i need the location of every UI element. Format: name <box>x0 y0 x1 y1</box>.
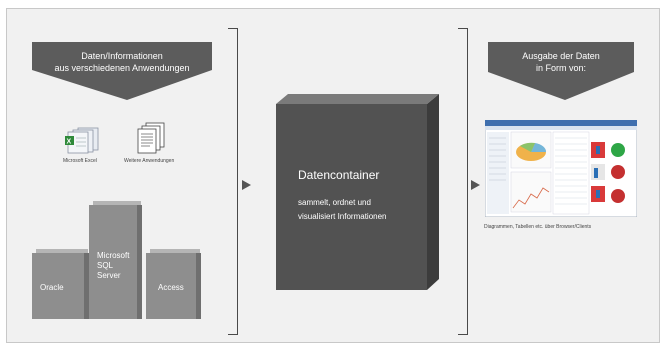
mssql-cube-side <box>136 205 142 319</box>
dashboard-screenshot <box>484 119 638 218</box>
other-apps-label: Weitere Anwendungen <box>124 158 175 164</box>
container-title: Datencontainer <box>298 168 380 182</box>
frame-left-border <box>6 8 7 343</box>
output-banner: Ausgabe der Daten in Form von: <box>488 42 634 102</box>
documents-icon <box>136 122 168 156</box>
container-3d-edges <box>427 94 439 290</box>
sources-banner: Daten/Informationen aus verschiedenen An… <box>32 42 212 102</box>
output-banner-arrow-shape <box>488 42 634 100</box>
container-description: sammelt, ordnet und visualisiert Informa… <box>298 198 387 221</box>
frame-bottom-border <box>6 342 660 343</box>
output-banner-line2: in Form von: <box>535 63 586 73</box>
oracle-cube-top <box>36 249 88 254</box>
access-label: Access <box>158 283 184 292</box>
excel-files-icon: X <box>64 126 104 154</box>
oracle-database-box: Oracle <box>32 253 84 319</box>
access-cube-top <box>150 249 200 254</box>
right-bracket <box>458 28 468 335</box>
sources-banner-line2: aus verschiedenen Anwendungen <box>54 63 190 73</box>
sources-banner-line1: Daten/Informationen <box>81 51 163 61</box>
arrow-to-container <box>242 180 251 190</box>
output-banner-line1: Ausgabe der Daten <box>522 51 600 61</box>
frame-top-border <box>6 8 660 9</box>
banner-arrow-shape <box>32 42 212 100</box>
mssql-label: Microsoft SQL Server <box>97 251 130 280</box>
access-database-box: Access <box>146 253 196 319</box>
mssql-database-box: Microsoft SQL Server <box>89 205 137 319</box>
svg-text:X: X <box>67 139 72 146</box>
mssql-cube-top <box>93 201 141 206</box>
left-bracket <box>228 28 238 335</box>
oracle-label: Oracle <box>40 283 64 292</box>
excel-label: Microsoft Excel <box>63 158 97 164</box>
access-cube-side <box>195 253 201 319</box>
arrow-to-output <box>471 180 480 190</box>
frame-right-border <box>659 8 660 343</box>
datencontainer-box: Datencontainer sammelt, ordnet und visua… <box>276 104 427 290</box>
oracle-cube-side <box>83 253 89 319</box>
container-top <box>276 94 439 104</box>
output-caption: Diagrammen, Tabellen etc. über Browser/C… <box>484 224 592 230</box>
